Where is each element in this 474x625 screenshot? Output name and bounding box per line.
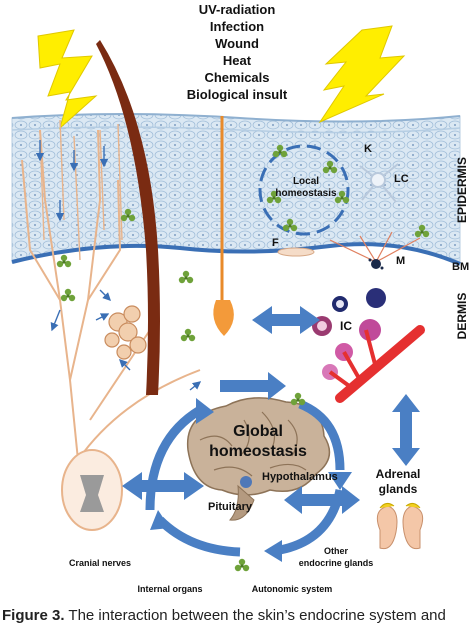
other-endocrine-label: endocrine glands: [299, 558, 374, 568]
figure-caption: Figure 3. The interaction between the sk…: [2, 606, 474, 625]
langerhans-cell-icon: [359, 163, 399, 203]
insult-label: Infection: [210, 19, 264, 34]
basement-membrane: [11, 242, 461, 266]
other-endocrine-label: Other: [324, 546, 349, 556]
autonomic-system-label: Autonomic system: [252, 584, 333, 594]
insult-label: Chemicals: [204, 70, 269, 85]
insult-label: Wound: [215, 36, 259, 51]
cycle-arrowheads: [150, 398, 352, 562]
sweat-gland-icon: [213, 116, 234, 336]
caption-text: The interaction between the skin’s endoc…: [68, 607, 446, 624]
brain-icon: [186, 397, 331, 521]
dermis-label: DERMIS: [455, 293, 469, 340]
insult-list: UV-radiation Infection Wound Heat Chemic…: [187, 2, 288, 102]
insult-label: UV-radiation: [199, 2, 276, 17]
insult-label: Biological insult: [187, 87, 288, 102]
insult-label: Heat: [223, 53, 252, 68]
sebaceous-gland-icon: [104, 305, 147, 360]
immune-cells-label: IC: [340, 319, 352, 333]
neural-signal-arrows: [35, 140, 202, 391]
local-homeostasis-cycle: [258, 144, 350, 236]
internal-organs-label: Internal organs: [137, 584, 202, 594]
blood-vessel-icon: [328, 325, 425, 403]
local-homeostasis-label: homeostasis: [275, 188, 337, 199]
lightning-bolt-left-icon: [37, 29, 98, 130]
double-arrows: [122, 306, 420, 514]
hypothalamus-label: Hypothalamus: [262, 471, 338, 483]
lightning-bolt-right-icon: [318, 25, 406, 124]
keratinocyte-label: K: [364, 143, 372, 155]
adrenal-glands-label: glands: [379, 482, 418, 496]
langerhans-label: LC: [394, 173, 409, 185]
figure-number: Figure 3.: [2, 607, 65, 624]
hair-follicle: [96, 40, 160, 395]
pituitary-label: Pituitary: [208, 501, 253, 513]
epidermis-label: EPIDERMIS: [455, 157, 469, 223]
bm-label: BM: [452, 261, 469, 273]
adrenal-glands-label: Adrenal: [376, 467, 421, 481]
fibroblast-label: F: [272, 237, 279, 249]
spinal-cord-icon: [61, 449, 123, 531]
global-homeostasis-label: Global: [233, 423, 283, 440]
global-homeostasis-label: homeostasis: [209, 443, 307, 460]
local-homeostasis-label: Local: [293, 176, 319, 187]
adrenal-glands-icon: [376, 502, 424, 550]
melanocyte-icon: [329, 231, 421, 270]
fibroblast-icon: [277, 247, 315, 257]
cranial-nerves-label: Cranial nerves: [69, 558, 131, 568]
melanocyte-label: M: [396, 255, 405, 267]
